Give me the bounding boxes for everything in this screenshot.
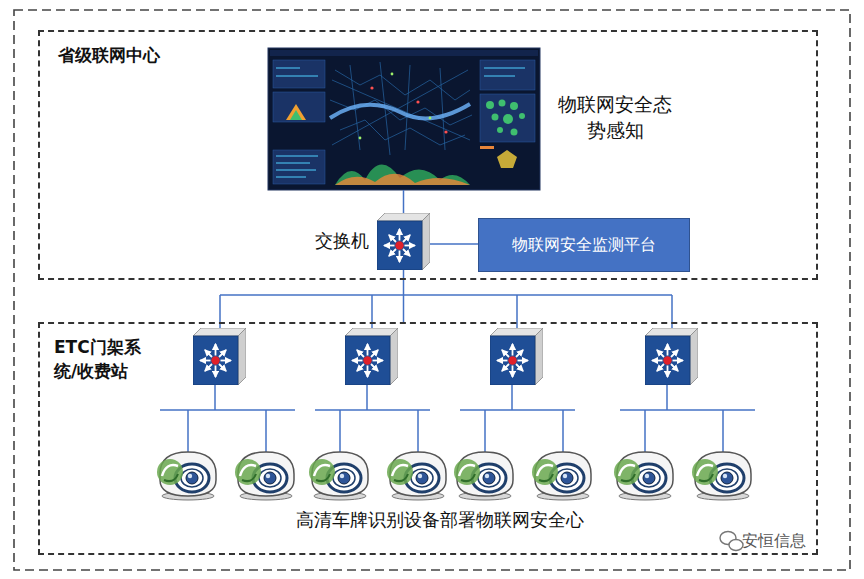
switch-icon — [345, 328, 398, 385]
region-heading: ETC门架系统/收费站 — [54, 336, 162, 384]
network-bus — [220, 295, 672, 332]
watermark: 安恒信息 — [742, 531, 842, 552]
node-label: 交换机 — [315, 229, 369, 253]
watermark-icon — [720, 532, 743, 551]
network-link — [430, 243, 478, 245]
dashboard-screenshot — [268, 48, 540, 190]
switch-icon — [645, 328, 698, 385]
switch-icon — [193, 328, 246, 385]
switch-node: 交换机 — [377, 213, 430, 270]
dashboard-node: 物联网安全态势感知 — [268, 48, 540, 190]
camera-bus — [160, 385, 755, 452]
caption-note: 高清车牌识别设备部署物联网安全心 — [220, 508, 660, 532]
switch-icon — [490, 328, 543, 385]
platform-box: 物联网安全监测平台 — [478, 218, 690, 272]
network-link — [403, 270, 405, 322]
camera-icon — [157, 452, 751, 500]
network-link — [403, 190, 405, 213]
node-label: 物联网安全态势感知 — [556, 92, 674, 143]
outer-frame — [14, 10, 850, 570]
switch-icon — [377, 213, 430, 270]
region-heading: 省级联网中心 — [58, 44, 160, 67]
node-label: 物联网安全监测平台 — [512, 235, 656, 256]
center-region: 省级联网中心物联网安全态势感知交换机物联网安全监测平台 — [38, 30, 818, 280]
